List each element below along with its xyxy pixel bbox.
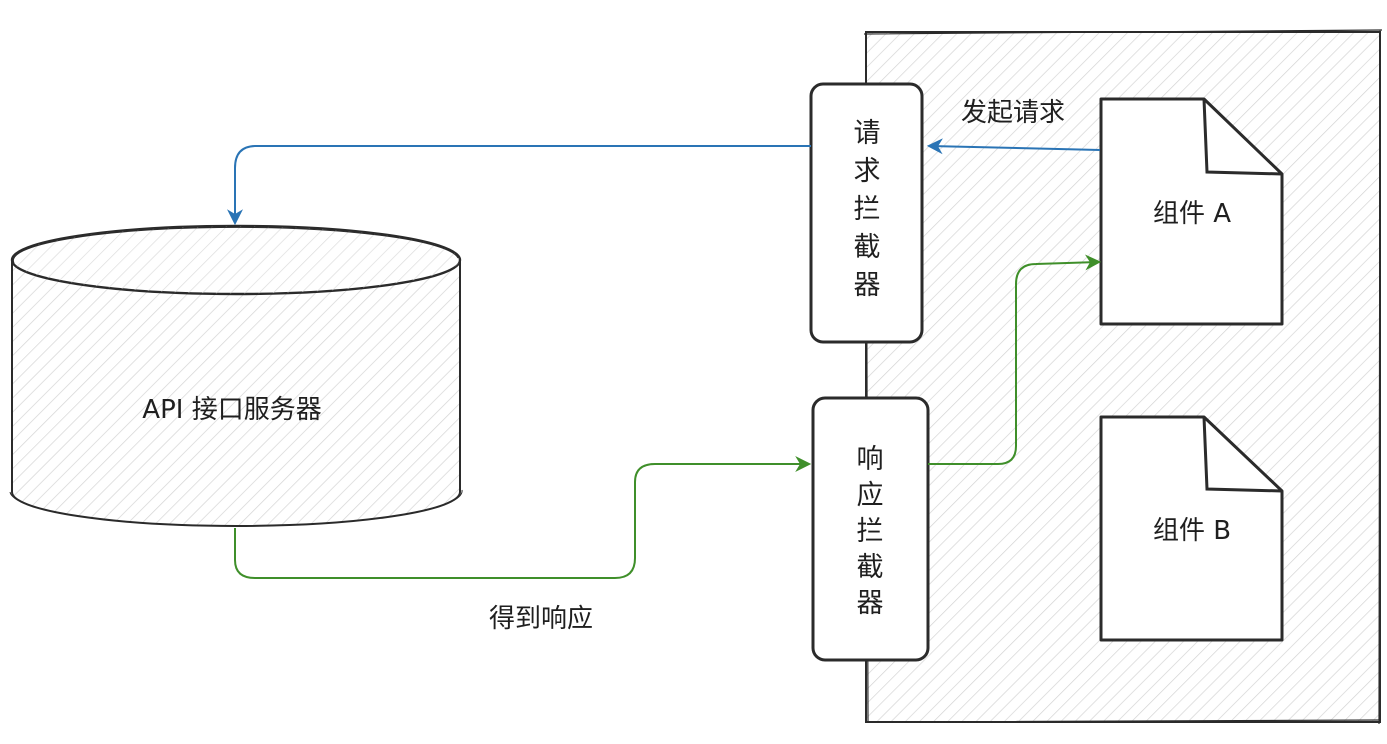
response-interceptor-char: 拦 (857, 516, 884, 547)
send-request-label: 发起请求 (961, 98, 1065, 128)
request-arrow-interceptor-to-server (227, 145, 811, 226)
request-arrow-component-to-interceptor (926, 138, 1101, 155)
response-interceptor-char: 响 (857, 444, 884, 475)
request-interceptor-char: 拦 (854, 194, 881, 225)
component-a-label: 组件 A (1153, 199, 1231, 229)
response-interceptor: 响 应 拦 截 器 (811, 396, 930, 662)
response-arrow-interceptor-to-component (928, 254, 1102, 465)
api-server-label: API 接口服务器 (142, 395, 321, 425)
request-interceptor-char: 器 (854, 270, 881, 301)
response-interceptor-char: 截 (857, 552, 884, 583)
request-interceptor-char: 请 (854, 118, 881, 149)
response-interceptor-char: 器 (857, 588, 884, 619)
get-response-label: 得到响应 (489, 604, 593, 634)
request-interceptor: 请 求 拦 截 器 (809, 82, 924, 344)
response-arrow-server-to-interceptor (234, 456, 812, 579)
api-server-cylinder: API 接口服务器 (9, 224, 463, 527)
component-b-document: 组件 B (1099, 415, 1284, 642)
response-interceptor-char: 应 (857, 480, 884, 511)
request-interceptor-char: 求 (854, 156, 881, 187)
component-b-label: 组件 B (1153, 516, 1231, 546)
component-a-document: 组件 A (1099, 97, 1284, 326)
request-interceptor-char: 截 (854, 232, 881, 263)
